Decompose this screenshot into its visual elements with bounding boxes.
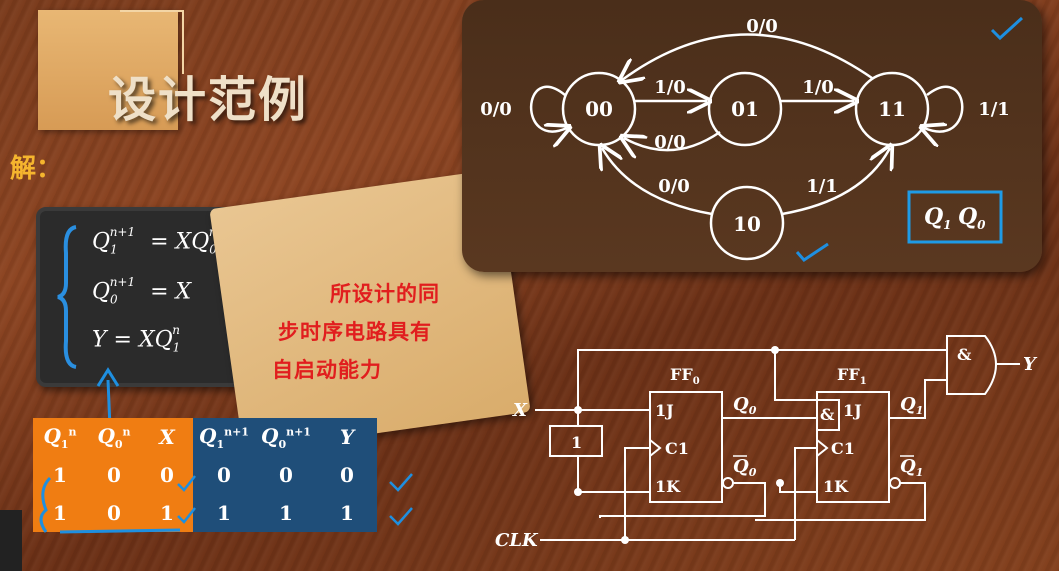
legend-q1: Q1	[924, 204, 952, 232]
output-y-label: Y	[1023, 354, 1038, 375]
ff0-c: C1	[665, 439, 689, 458]
cell: 0	[87, 456, 141, 494]
page-title: 设计范例	[108, 72, 309, 128]
check-mark-icon	[795, 242, 829, 262]
table-header-row: Q1n Q0n X Q1n+1 Q0n+1 Y	[33, 418, 377, 456]
label-01-11: 1/0	[802, 77, 834, 98]
header-x: X	[141, 418, 193, 456]
edge-10-11	[781, 148, 890, 216]
equation-1: Q1n+1 = XQ0n	[92, 225, 217, 257]
state-10-circle	[709, 185, 785, 261]
header-q0n1: Q0n+1	[255, 418, 317, 456]
not-label: 1	[571, 433, 582, 452]
cell: 0	[255, 456, 317, 494]
edge-01-00	[624, 130, 721, 150]
legend-q0: Q0	[958, 204, 986, 232]
note-line-3: 自启动能力	[272, 358, 382, 382]
cell: 0	[193, 456, 255, 494]
table-annotations	[39, 473, 413, 534]
ff1-j: 1J	[843, 401, 862, 420]
and-label: &	[957, 345, 972, 364]
title-tile-decoration	[38, 10, 178, 130]
and-gate-output	[946, 335, 997, 395]
self-loop-00	[529, 85, 567, 132]
state-11-label: 11	[878, 97, 906, 121]
label-00-01: 1/0	[654, 77, 686, 98]
header-q1n: Q1n	[33, 418, 87, 456]
header-q0n: Q0n	[87, 418, 141, 456]
cell: 0	[87, 494, 141, 532]
state-00-label: 00	[585, 97, 613, 121]
and-label-ff1: &	[820, 405, 835, 424]
ff1-and-box	[816, 399, 840, 431]
cell: 1	[317, 494, 377, 532]
label-01-00: 0/0	[654, 132, 686, 153]
header-y: Y	[317, 418, 377, 456]
label-top-arc: 0/0	[746, 16, 778, 37]
q0-output-label: Q0	[733, 394, 757, 417]
note-line-2: 步时序电路具有	[278, 320, 432, 344]
note-line-1: 所设计的同	[330, 282, 440, 306]
q0bar-label: Q0	[733, 456, 757, 479]
input-x-label: X	[512, 400, 528, 421]
cell: 0	[317, 456, 377, 494]
state-diagram-panel: 00 01 11 10 0/0 1/0 1/0 0/0 1/1 0/0 1/1 …	[462, 0, 1042, 272]
ff0-label: FF0	[670, 365, 700, 387]
label-10-00: 0/0	[658, 176, 690, 197]
cell: 1	[33, 456, 87, 494]
legend-box	[907, 190, 1003, 244]
state-10-label: 10	[733, 212, 761, 236]
state-diagram: 00 01 11 10 0/0 1/0 1/0 0/0 1/1 0/0 1/1 …	[480, 16, 1024, 262]
cell: 1	[193, 494, 255, 532]
self-loop-11	[924, 85, 964, 132]
label-10-11: 1/1	[806, 176, 838, 197]
logic-circuit: FF0 FF1 1J C1 1K 1J C1 1K 1 & & Q0 Q0 Q1…	[495, 335, 1038, 551]
clk-label: CLK	[495, 530, 539, 551]
q1-output-label: Q1	[900, 394, 923, 417]
state-01-label: 01	[731, 97, 759, 121]
check-mark-icon	[990, 16, 1024, 41]
equation-3: Y = XQ1n	[92, 323, 181, 355]
not-gate	[549, 425, 603, 457]
table-row: 1 0 1 1 1 1	[33, 494, 377, 532]
label-self-11: 1/1	[978, 99, 1010, 120]
label-self-00: 0/0	[480, 99, 512, 120]
title-frame-decoration	[120, 10, 184, 74]
edge-10-00	[602, 148, 713, 216]
edge-tab	[0, 510, 22, 571]
table-row: 1 0 0 0 0 0	[33, 456, 377, 494]
q1bar-label: Q1	[900, 456, 923, 479]
ff0-k: 1K	[655, 477, 681, 496]
cell: 1	[141, 494, 193, 532]
ff1-k: 1K	[823, 477, 849, 496]
equation-2: Q0n+1 = X	[92, 275, 192, 307]
cell: 1	[255, 494, 317, 532]
header-q1n1: Q1n+1	[193, 418, 255, 456]
truth-table: Q1n Q0n X Q1n+1 Q0n+1 Y 1 0 0 0 0 0 1 0 …	[33, 418, 377, 532]
ff1-c: C1	[831, 439, 855, 458]
ff0-j: 1J	[655, 401, 674, 420]
edge-11-00	[622, 33, 873, 80]
left-brace	[57, 225, 77, 369]
solution-label: 解：	[10, 154, 63, 184]
ff1-label: FF1	[837, 365, 867, 387]
